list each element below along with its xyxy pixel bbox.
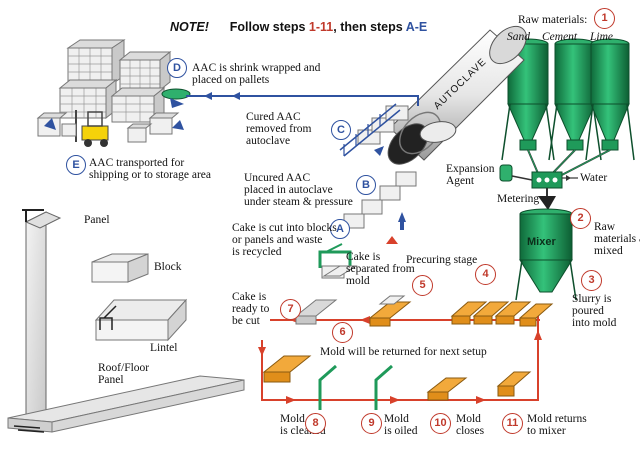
autoclave (387, 25, 527, 165)
blue-flow (44, 92, 419, 230)
step-9-badge: 9 (361, 413, 382, 434)
silo-label-lime: Lime (590, 31, 613, 43)
step-7-text: Cake is ready to be cut (232, 291, 270, 327)
step-2-text: Raw materials are mixed (594, 221, 640, 257)
products (7, 209, 245, 433)
note-prefix: NOTE! (170, 20, 209, 34)
step-b-text: Uncured AAC placed in autoclave under st… (244, 172, 353, 208)
step-e-text: AAC transported for shipping or to stora… (89, 157, 211, 181)
note-text-2: , then steps (333, 20, 406, 34)
step-9-text: Mold is oiled (384, 413, 418, 437)
silo-label-sand: Sand (507, 31, 530, 43)
product-panel (22, 209, 62, 421)
expansion-agent-label: Expansion Agent (446, 163, 495, 187)
step-c-badge: C (331, 120, 351, 140)
product-block (91, 253, 149, 283)
note-range-letters: A-E (405, 20, 428, 34)
autoclave-carts (339, 103, 417, 229)
instruction-note: NOTE! Follow steps 1-11, then steps A-E (170, 20, 427, 34)
pallet-stack (110, 86, 166, 124)
step-10-badge: 10 (430, 413, 451, 434)
step-7-badge: 7 (280, 299, 301, 320)
step-3-text: Slurry is poured into mold (572, 293, 617, 329)
step-11-text: Mold returns to mixer (527, 413, 587, 437)
step-e-badge: E (66, 155, 86, 175)
step-8-badge: 8 (305, 413, 326, 434)
mixer-label: Mixer (527, 236, 556, 248)
silo-cement (548, 38, 602, 161)
note-text-1: Follow steps (229, 20, 309, 34)
step-11-badge: 11 (502, 413, 523, 434)
step-3-badge: 3 (581, 270, 602, 291)
silo-lime (585, 38, 635, 161)
water-label: Water (580, 172, 608, 184)
forklift-icon (61, 110, 109, 147)
step-c-text: Cured AAC removed from autoclave (246, 111, 312, 147)
silo-label-cement: Cement (542, 31, 578, 43)
product-roof-floor-panel (7, 375, 245, 433)
shrink-wrap-station-icon (161, 88, 191, 100)
mixer (515, 196, 577, 301)
step-d-text: AAC is shrink wrapped and placed on pall… (192, 62, 321, 86)
pallet-small (36, 112, 180, 137)
pallet-small (126, 123, 153, 143)
step-1-badge: 1 (594, 8, 615, 29)
step-6-badge: 6 (332, 322, 353, 343)
step-a-text: Cake is cut into blocks or panels and wa… (232, 222, 337, 258)
pallet-stack (66, 39, 126, 85)
molds-bottom (262, 355, 532, 410)
step-4-text: Precuring stage (406, 254, 478, 266)
product-lintel (94, 298, 188, 342)
step-2-badge: 2 (570, 208, 591, 229)
product-label-lintel: Lintel (150, 342, 178, 354)
product-label-roof-floor-panel: Roof/Floor Panel (98, 362, 150, 386)
product-label-block: Block (154, 261, 182, 273)
pallet-stacks (36, 39, 191, 147)
silos (501, 38, 635, 179)
step-a-badge: A (330, 219, 350, 239)
raw-materials-title: Raw materials: (518, 14, 588, 26)
step-b-badge: B (356, 175, 376, 195)
step-5-text: Cake is separated from mold (346, 251, 415, 287)
pallet-stack (118, 50, 172, 92)
molds-top (294, 265, 554, 327)
step-d-badge: D (167, 58, 187, 78)
product-label-panel: Panel (84, 214, 110, 226)
note-range-steps: 1-11 (308, 20, 334, 34)
step-5-badge: 5 (412, 275, 433, 296)
conveyor-loop (258, 236, 542, 404)
step-6-text: Mold will be returned for next setup (320, 346, 487, 358)
step-4-badge: 4 (475, 264, 496, 285)
metering-label: Metering (497, 193, 540, 205)
step-10-text: Mold closes (456, 413, 485, 437)
